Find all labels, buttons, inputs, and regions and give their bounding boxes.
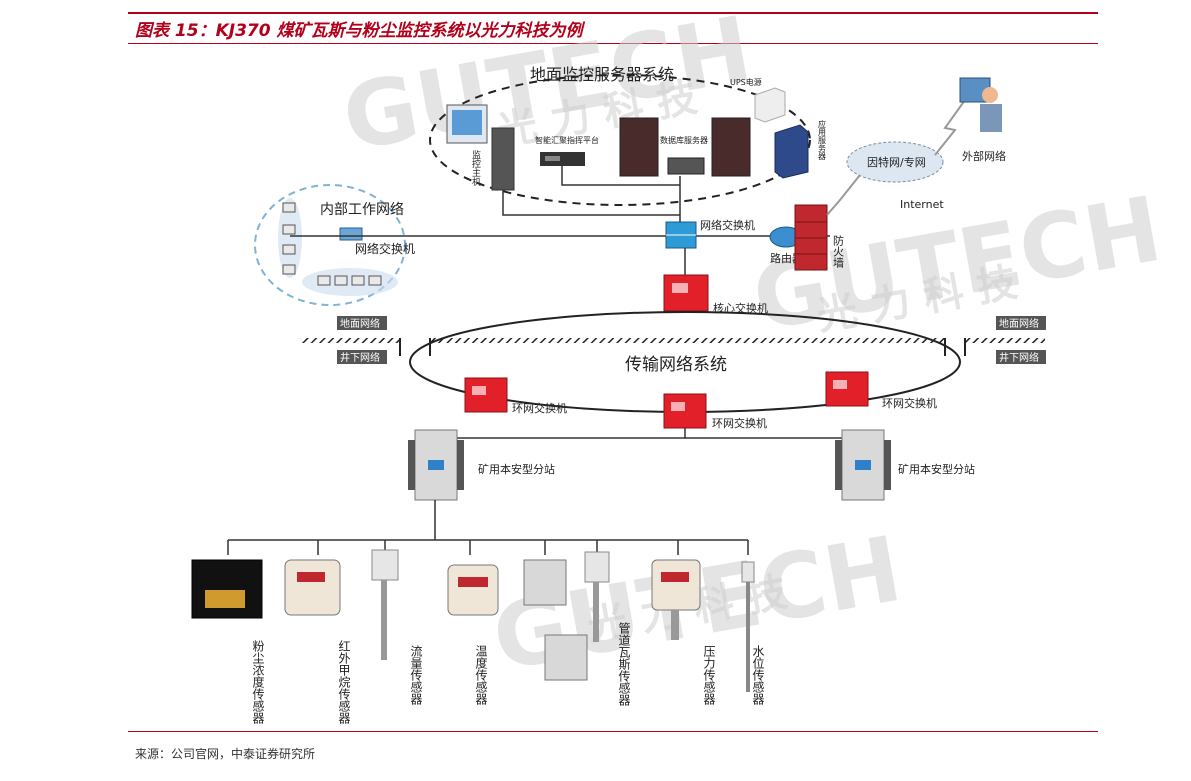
pipeline-gas-sensor-icon xyxy=(523,551,610,681)
cloud-label: 因特网/专网 xyxy=(867,155,926,169)
ring-switch-center-label: 环网交换机 xyxy=(712,416,767,430)
boundary-underground-left: 井下网络 xyxy=(340,351,380,364)
ring-switch-left-icon xyxy=(464,377,508,413)
sensor-label-temperature: 温度传感器 xyxy=(474,645,488,706)
cloud-icon xyxy=(846,141,944,183)
dust-sensor-icon xyxy=(191,559,263,619)
figure-source: 来源：公司官网，中泰证券研究所 xyxy=(135,747,316,761)
ring-label: 传输网络系统 xyxy=(625,355,727,375)
sensor-label-dust: 粉尘浓度传感器 xyxy=(251,640,265,725)
ring-switch-right-label: 环网交换机 xyxy=(882,396,937,410)
monitor-host-label: 监控主机 xyxy=(470,149,481,187)
internal-switch-icon xyxy=(339,227,363,241)
core-switch-label: 核心交换机 xyxy=(713,301,768,315)
server-group-boundary xyxy=(429,74,811,206)
boundary-ground-right: 地面网络 xyxy=(999,317,1039,330)
firewall-icon xyxy=(794,204,828,271)
flow-sensor-icon xyxy=(371,549,399,660)
sensor-label-pressure: 压力传感器 xyxy=(702,645,716,706)
boundary-underground-right: 井下网络 xyxy=(999,351,1039,364)
aggregation-platform-label: 智能汇聚指挥平台 xyxy=(535,135,599,145)
database-server-label: 数据库服务器 xyxy=(660,135,708,145)
boundary-bars xyxy=(300,338,1045,356)
monitor-host-icon xyxy=(446,104,515,191)
aggregation-platform-icon xyxy=(540,152,585,166)
internal-network-label: 内部工作网络 xyxy=(320,202,404,218)
pressure-sensor-icon xyxy=(651,559,701,640)
substation-right-icon xyxy=(835,429,891,501)
internal-network-boundary xyxy=(254,184,406,306)
database-server-icon xyxy=(619,117,751,177)
substation-right-label: 矿用本安型分站 xyxy=(898,462,975,476)
server-links xyxy=(502,166,681,222)
internet-label: Internet xyxy=(900,198,944,211)
ring-switch-center-icon xyxy=(663,393,707,429)
cloud-link xyxy=(826,174,861,216)
server-group-label: 地面监控服务器系统 xyxy=(530,65,674,84)
internal-pc-icons xyxy=(282,202,382,286)
sensor-bus xyxy=(227,500,749,555)
substation-left-label: 矿用本安型分站 xyxy=(478,462,555,476)
source-rule xyxy=(128,731,1098,732)
app-server-icon xyxy=(774,124,809,179)
ring-to-substation-links xyxy=(434,428,866,448)
sensor-label-flow: 流量传感器 xyxy=(409,645,423,706)
sensor-labels: 粉尘浓度传感器 红外甲烷传感器 流量传感器 温度传感器 管道瓦斯传感器 压力传感… xyxy=(251,621,765,725)
substation-left-icon xyxy=(408,429,464,501)
external-user-icon xyxy=(959,77,1002,132)
boundary-ground-left: 地面网络 xyxy=(340,317,380,330)
external-link xyxy=(934,99,966,156)
main-switch-icon xyxy=(665,221,697,249)
internal-switch-label: 网络交换机 xyxy=(355,241,415,256)
boundary-left xyxy=(337,316,387,364)
infrared-methane-sensor-icon xyxy=(284,559,341,616)
sensor-label-water-level: 水位传感器 xyxy=(751,645,765,706)
figure-title: 图表 15：KJ370 煤矿瓦斯与粉尘监控系统以光力科技为例 xyxy=(135,21,583,41)
firewall-label: 防火墙 xyxy=(832,234,845,269)
temperature-sensor-icon xyxy=(447,564,499,616)
ring-switch-right-icon xyxy=(825,371,869,407)
boundary-right xyxy=(996,316,1046,364)
ups-label: UPS电源 xyxy=(730,77,762,87)
internal-client-column xyxy=(278,198,302,278)
app-server-label: 应用服务器 xyxy=(818,119,827,161)
title-rule-bottom xyxy=(128,43,1098,44)
sensor-label-pipeline-gas: 管道瓦斯传感器 xyxy=(617,621,631,707)
ring-switch-left-label: 环网交换机 xyxy=(512,401,567,415)
core-switch-icon xyxy=(663,274,709,312)
external-network-label: 外部网络 xyxy=(962,149,1006,163)
title-rule-top xyxy=(128,12,1098,14)
sensor-label-methane: 红外甲烷传感器 xyxy=(337,639,351,725)
ups-icon xyxy=(754,87,786,123)
water-level-sensor-icon xyxy=(741,561,755,692)
main-switch-label: 网络交换机 xyxy=(700,218,755,232)
internal-client-row xyxy=(302,268,398,296)
